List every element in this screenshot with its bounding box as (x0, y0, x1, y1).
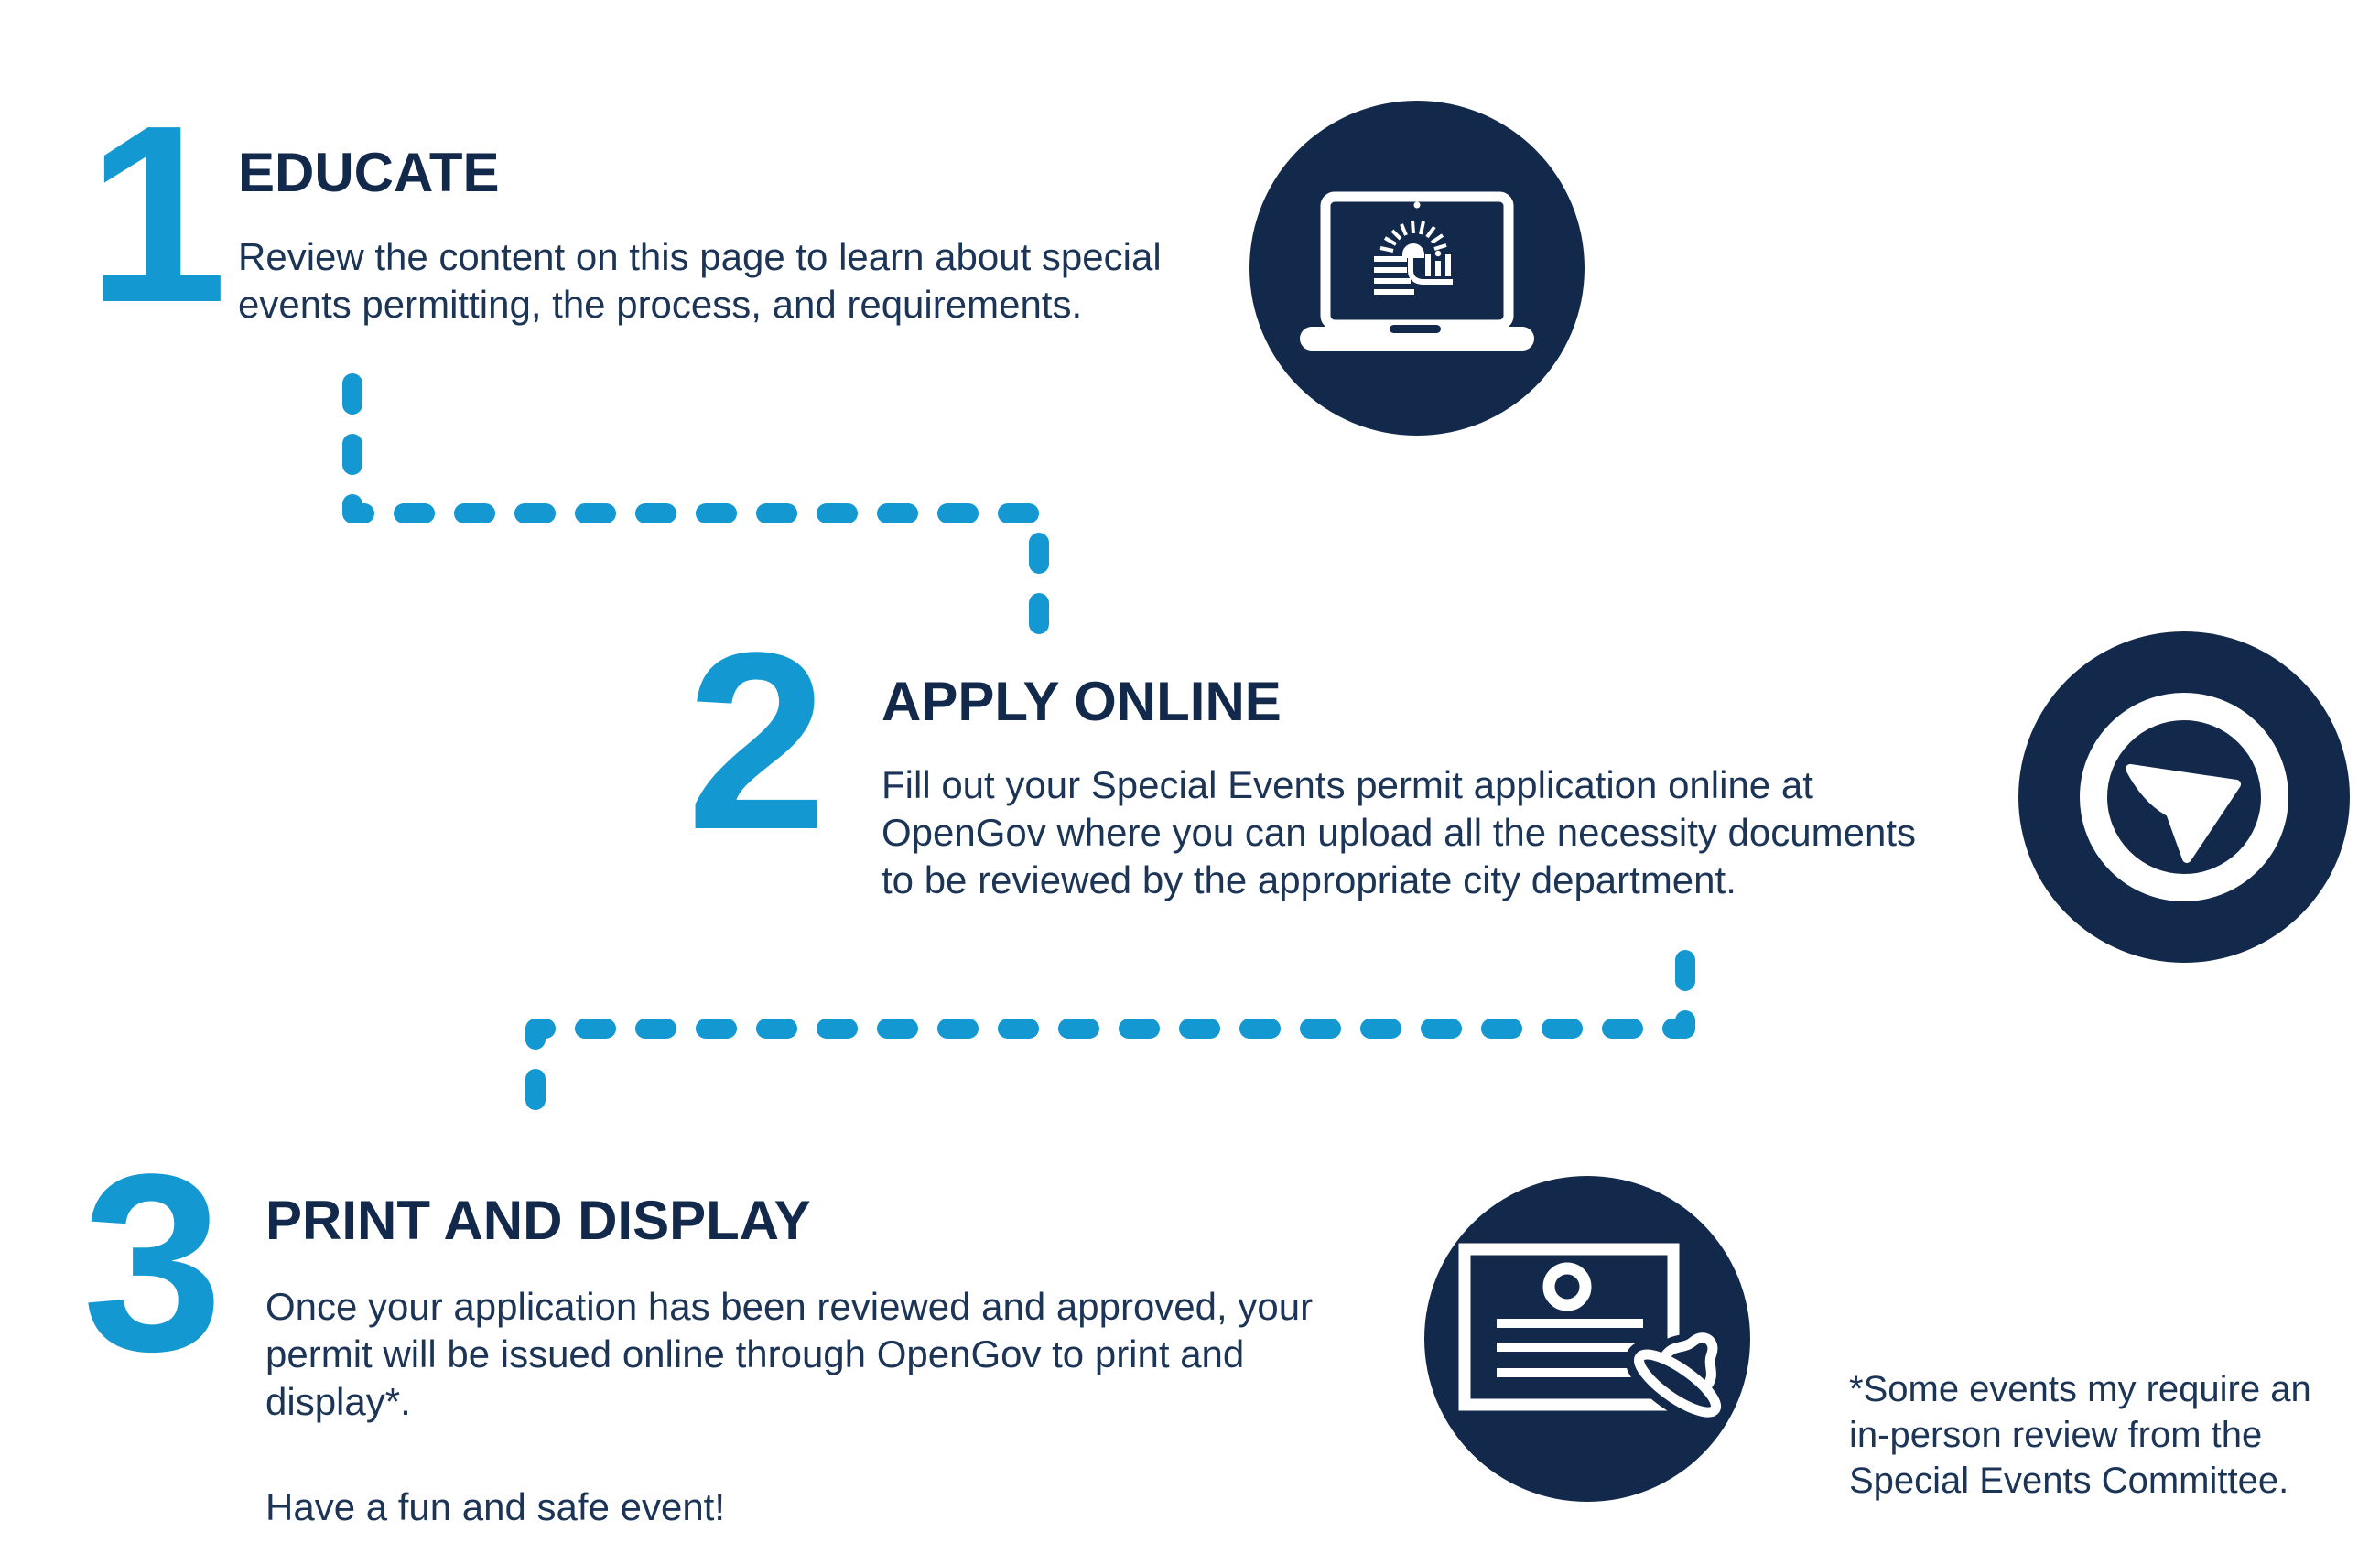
icon-ring (2080, 693, 2288, 901)
rubber-stamp (1625, 1325, 1730, 1427)
certificate-outline (1458, 1243, 1680, 1411)
step-1-number: 1 (87, 73, 227, 355)
step-2-description: Fill out your Special Events permit appl… (882, 763, 1917, 901)
step-3-title: PRINT AND DISPLAY (265, 1190, 811, 1251)
step-2-number: 2 (687, 600, 827, 882)
send-arrow (2126, 764, 2241, 863)
permit-stamp-icon (1424, 1176, 1750, 1502)
webcam-dot (1413, 201, 1421, 209)
step-3-closing-line: Have a fun and safe event! (265, 1485, 726, 1528)
step-1-description: Review the content on this page to learn… (238, 235, 1162, 326)
step-2-title: APPLY ONLINE (882, 671, 1282, 732)
icon-circle-background (1250, 101, 1585, 436)
sunrise-logo (1374, 220, 1453, 295)
connector-step1-to-step2 (342, 373, 1049, 656)
connector-step2-to-step3 (525, 950, 1695, 1149)
step-3-number: 3 (82, 1122, 222, 1404)
step-3-description: Once your application has been reviewed … (265, 1285, 1314, 1423)
certificate-seal (1542, 1262, 1592, 1311)
paper-plane-icon (2018, 631, 2350, 963)
footnote: *Some events my require an in-person rev… (1849, 1369, 2311, 1501)
laptop-icon (1250, 101, 1585, 436)
step-1-title: EDUCATE (238, 142, 500, 203)
